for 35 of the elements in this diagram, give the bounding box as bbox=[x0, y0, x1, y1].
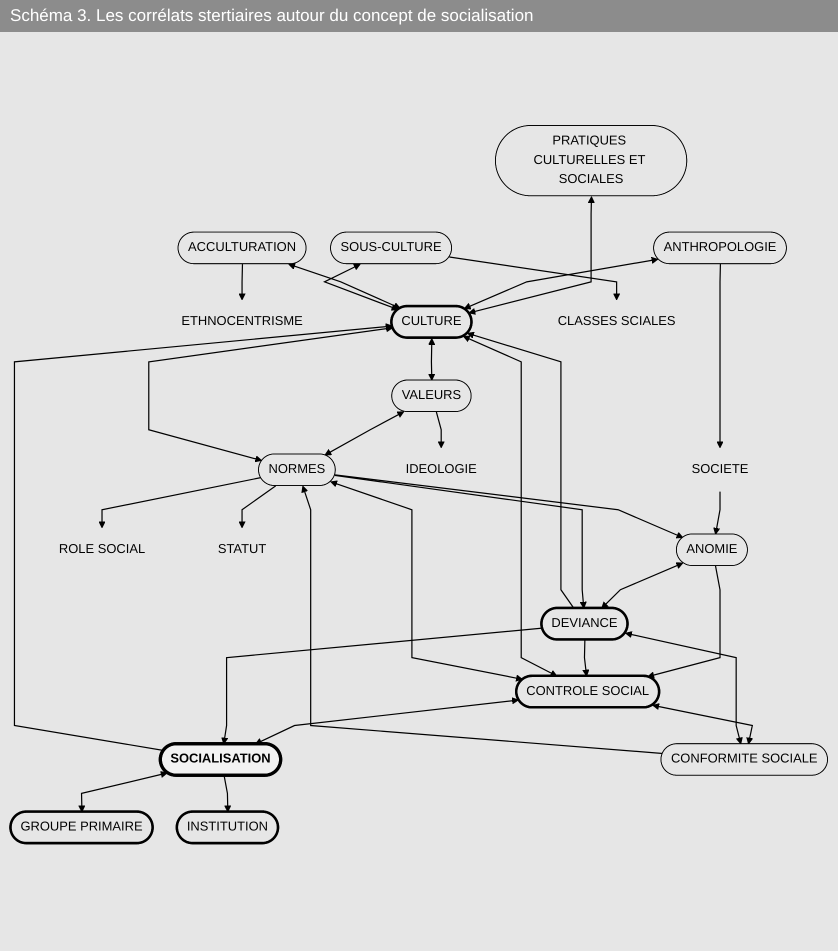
arrow bbox=[78, 771, 168, 813]
arrow bbox=[323, 264, 398, 311]
arrow bbox=[652, 703, 754, 745]
arrow bbox=[716, 264, 724, 448]
arrow bbox=[238, 264, 246, 301]
node-text: IDEOLOGIE bbox=[406, 462, 477, 476]
arrow bbox=[330, 480, 523, 682]
arrow bbox=[238, 486, 276, 528]
arrow bbox=[464, 257, 658, 310]
arrow bbox=[14, 323, 393, 752]
arrow bbox=[98, 477, 261, 528]
arrow bbox=[334, 474, 684, 539]
arrow bbox=[148, 325, 394, 462]
arrow bbox=[288, 263, 401, 310]
node-text: ETHNOCENTRISME bbox=[181, 314, 303, 329]
node-text: ROLE SOCIAL bbox=[58, 542, 146, 556]
title: Schéma 3. Les corrélats stertiaires autour du concept de socialisation bbox=[0, 0, 838, 32]
arrow bbox=[334, 475, 587, 609]
arrow bbox=[625, 631, 743, 745]
arrow bbox=[582, 640, 590, 677]
arrow bbox=[601, 562, 684, 609]
arrow bbox=[467, 332, 574, 609]
arrow bbox=[462, 336, 558, 677]
arrow bbox=[301, 486, 663, 754]
arrow bbox=[713, 492, 721, 535]
arrow bbox=[324, 412, 404, 456]
arrow bbox=[647, 566, 721, 679]
arrow bbox=[436, 412, 445, 448]
arrow bbox=[428, 338, 436, 381]
node-text: SOCIETE bbox=[692, 462, 748, 476]
arrow bbox=[449, 256, 620, 301]
arrow bbox=[468, 196, 595, 316]
arrow bbox=[224, 776, 232, 813]
node-text: CLASSES SCIALES bbox=[558, 314, 676, 329]
node-text: STATUT bbox=[218, 542, 266, 556]
